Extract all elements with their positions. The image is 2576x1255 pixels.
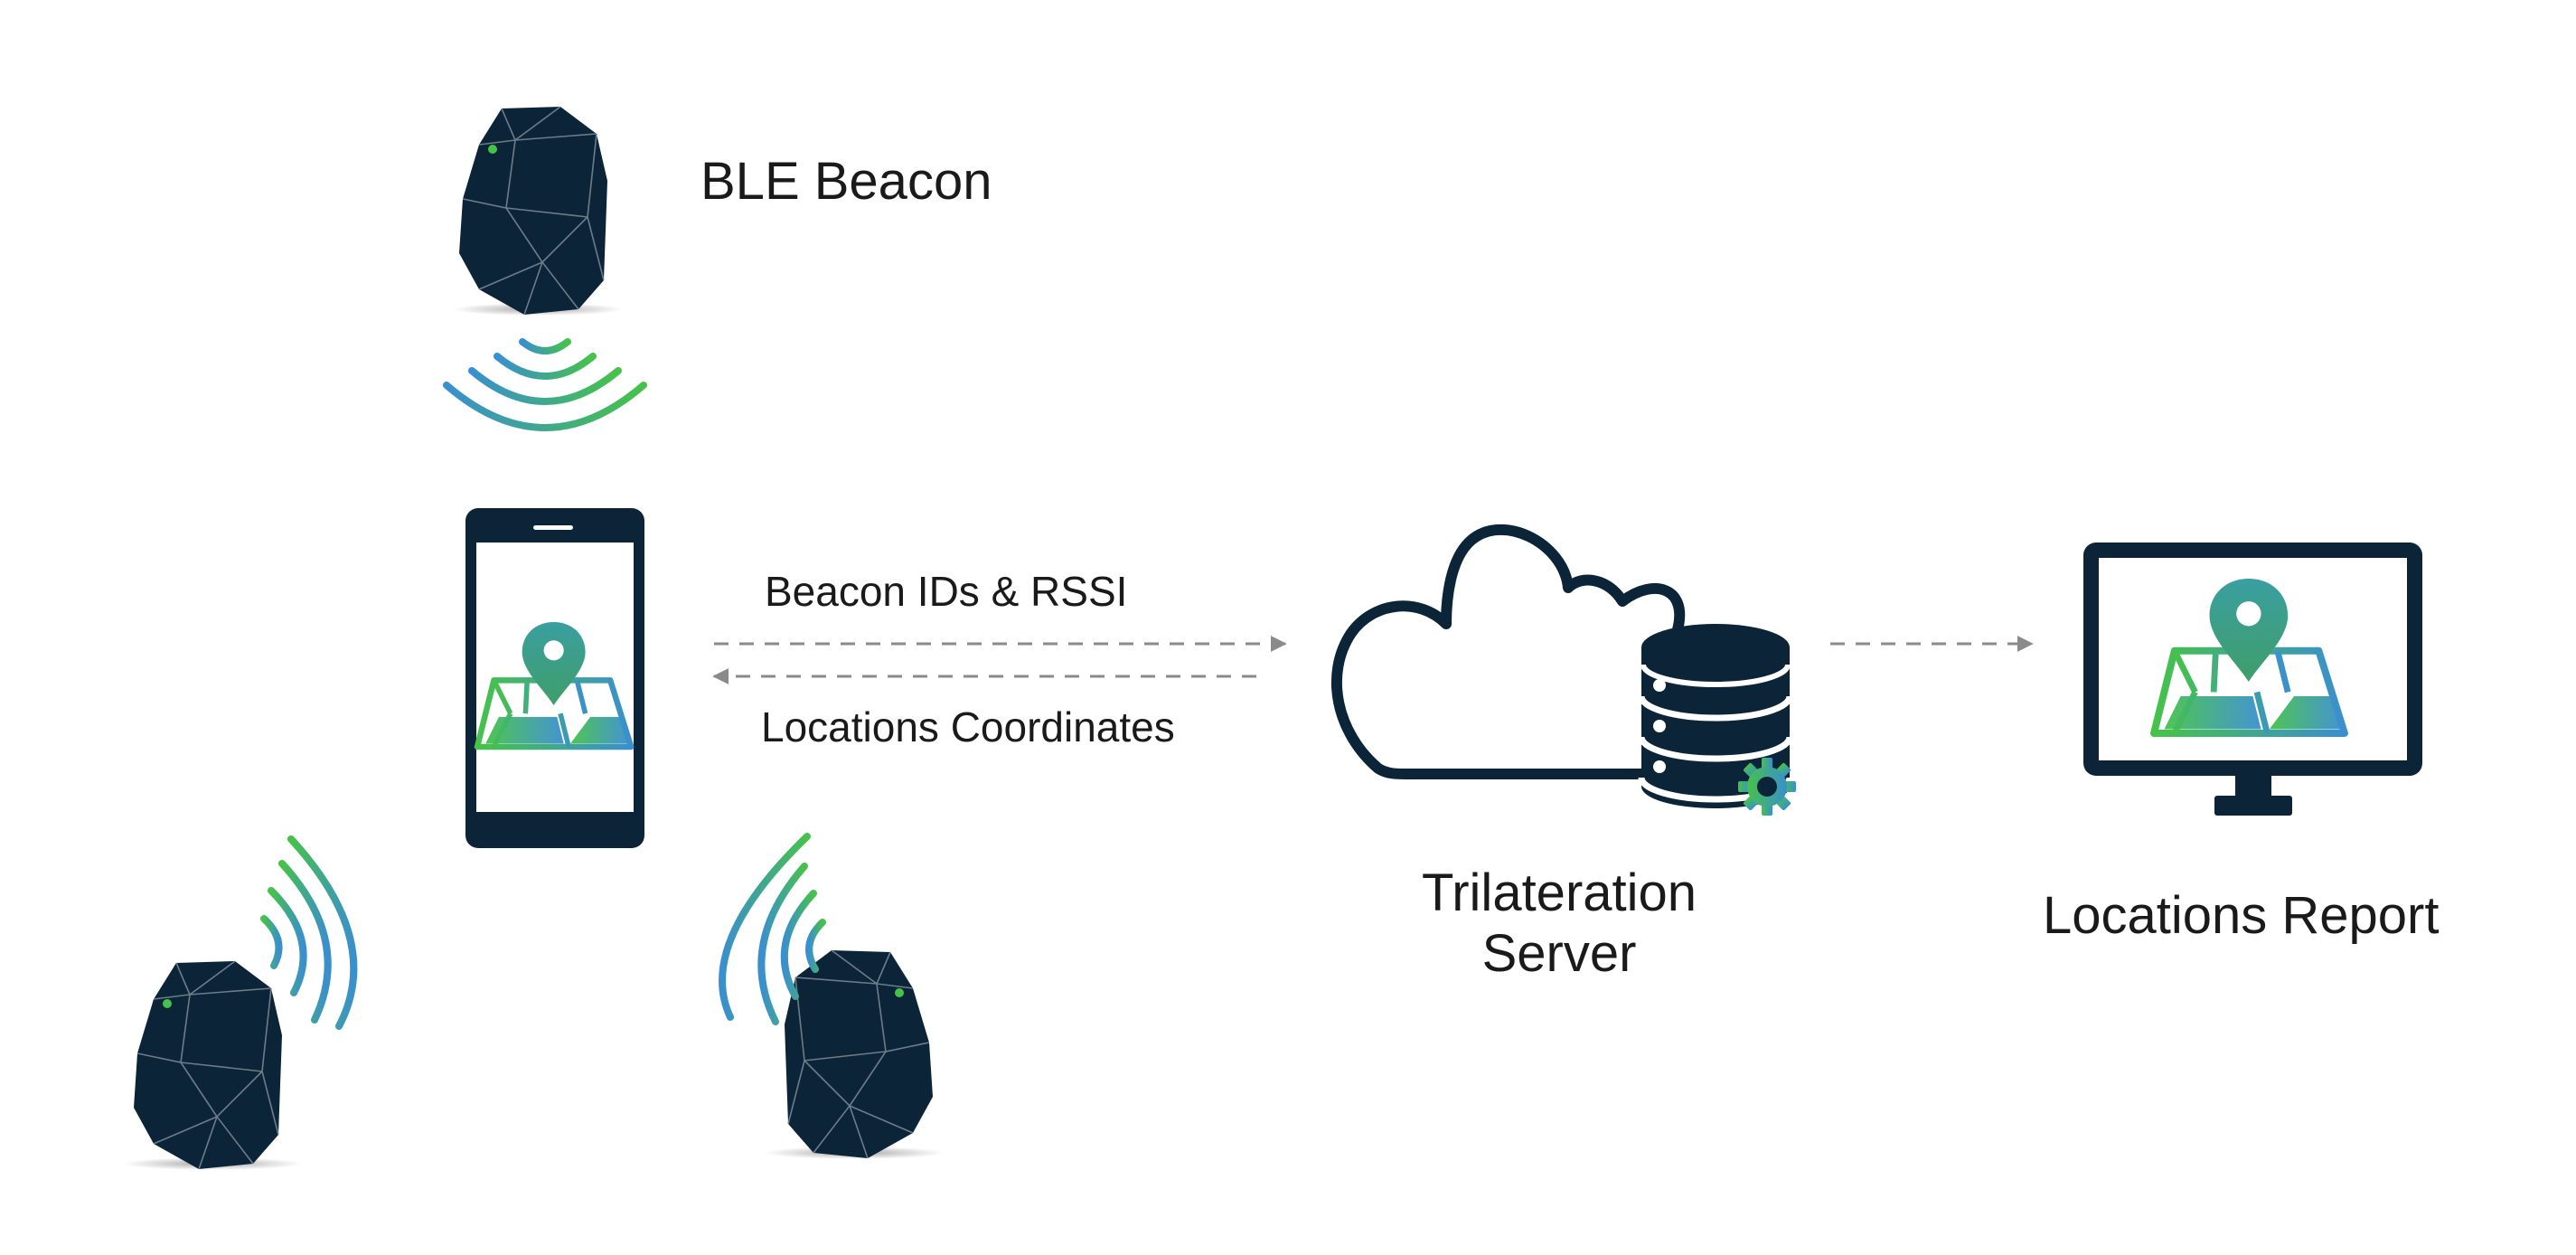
smartphone-icon — [465, 508, 644, 848]
monitor-icon — [2083, 543, 2422, 816]
signal-waves-icon — [260, 835, 358, 1030]
cloud-icon — [1330, 524, 1686, 779]
signal-waves-icon — [719, 833, 826, 1025]
signal-waves-icon — [443, 338, 647, 431]
ble-beacon-icon — [764, 949, 945, 1159]
label-locations-report: Locations Report — [2043, 886, 2440, 945]
gear-icon — [1738, 758, 1796, 816]
label-ble-beacon: BLE Beacon — [700, 152, 992, 211]
label-trilateration-server: Trilateration Server — [1378, 863, 1740, 984]
label-beacon-ids-rssi: Beacon IDs & RSSI — [765, 568, 1128, 615]
ble-beacon-icon — [452, 106, 624, 316]
label-locations-coordinates: Locations Coordinates — [761, 703, 1175, 750]
label-server-line2: Server — [1481, 923, 1637, 983]
label-server-line1: Trilateration — [1421, 863, 1697, 922]
data-flow-arrows — [712, 636, 2034, 684]
ble-beacon-icon — [122, 960, 303, 1170]
